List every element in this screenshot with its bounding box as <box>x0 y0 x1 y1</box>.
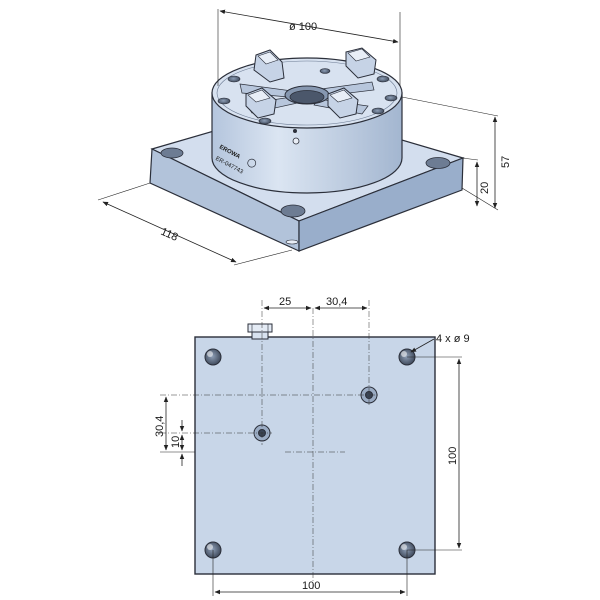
air-nipple-icon <box>247 323 273 340</box>
screw-hole-icon <box>217 97 231 105</box>
screw-hole-icon <box>376 75 390 83</box>
diameter-label: ø 100 <box>289 21 317 33</box>
corner-hole-icon <box>160 147 184 159</box>
holes-label: 4 x ø 9 <box>436 333 470 345</box>
dim-top-spacing: 25 30,4 <box>263 296 368 311</box>
screw-hole-icon <box>371 107 385 115</box>
height-total-label: 57 <box>500 156 512 168</box>
corner-hole-icon <box>425 157 451 169</box>
dim-left-spacing: 30,4 10 <box>154 396 185 466</box>
dim-heights: 57 20 <box>401 96 512 211</box>
base-plate-plan <box>194 336 436 575</box>
screw-hole-icon <box>319 68 331 74</box>
dim-right-100: 100 <box>407 356 462 551</box>
dim-100-bottom-label: 100 <box>302 580 320 592</box>
dim-10-label: 10 <box>170 436 182 448</box>
dim-25-label: 25 <box>279 296 291 308</box>
dim-30-4-left-label: 30,4 <box>154 416 166 437</box>
dim-diameter: ø 100 <box>217 9 401 86</box>
chuck-body: EROWA ER-047743 <box>211 47 403 194</box>
erowa-logo-icon <box>247 158 257 168</box>
screw-hole-icon <box>384 94 398 102</box>
plan-view: 25 30,4 30,4 10 100 100 <box>154 296 470 596</box>
mounting-hole-icon <box>204 348 222 366</box>
screw-hole-icon <box>258 117 272 125</box>
corner-hole-icon <box>280 204 306 218</box>
isometric-view: EROWA ER-047743 ø 100 57 20 <box>97 9 512 266</box>
height-base-label: 20 <box>479 182 491 194</box>
base-width-label: 118 <box>159 226 180 244</box>
holes-callout: 4 x ø 9 <box>410 333 470 353</box>
screw-hole-icon <box>227 75 241 83</box>
dim-30-4-top-label: 30,4 <box>326 296 347 308</box>
dim-100-right-label: 100 <box>447 447 459 465</box>
dim-bottom-100: 100 <box>212 550 408 596</box>
dim-base-width: 118 <box>97 182 293 266</box>
